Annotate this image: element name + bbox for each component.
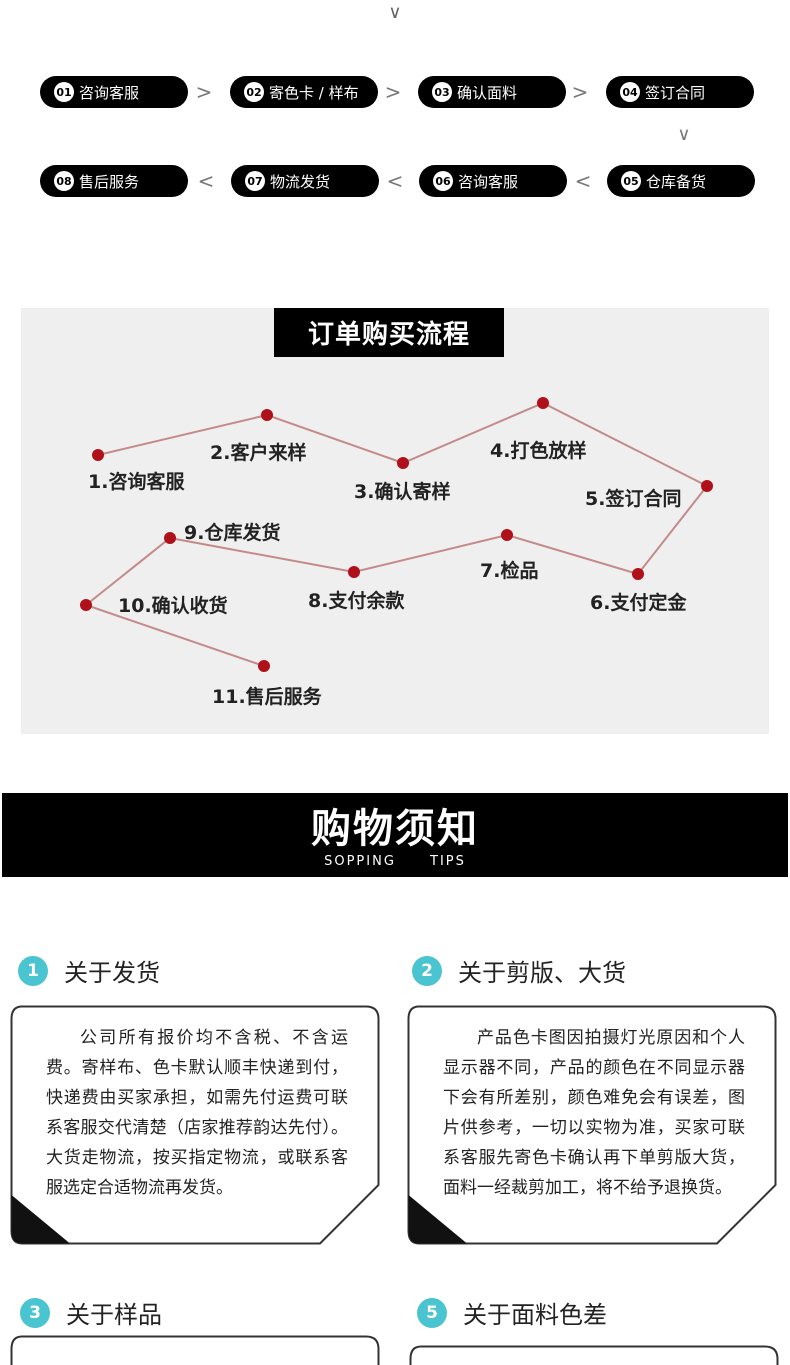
step-pill-01: 01 咨询客服: [40, 76, 188, 108]
notice-title: 关于面料色差: [463, 1301, 607, 1329]
notice-title: 关于剪版、大货: [458, 959, 626, 987]
arrow-left-icon: <: [197, 169, 215, 193]
notice-body: 产品色卡图因拍摄灯光原因和个人显示器不同，产品的颜色在不同显示器下会有所差别，颜…: [443, 1028, 745, 1198]
shopping-tips-banner: [2, 793, 788, 877]
flow-node-label: 11.售后服务: [212, 686, 322, 708]
flow-node-label: 6.支付定金: [590, 592, 687, 614]
arrow-down-icon: ∨: [677, 124, 691, 145]
flow-node-label: 9.仓库发货: [184, 522, 281, 544]
notice-card-frame: [407, 1005, 777, 1245]
notice-card-shipping: 公司所有报价均不含税、不含运费。寄样布、色卡默认顺丰快递到付，快递费由买家承担，…: [10, 1005, 380, 1245]
flow-node-dot: [348, 566, 360, 578]
notice-card-frame: [409, 1345, 779, 1365]
flow-node-dot: [258, 660, 270, 672]
flow-path-line: [83, 401, 709, 667]
step-pill-07: 07 物流发货: [231, 165, 379, 197]
flow-node-dot: [701, 480, 713, 492]
step-pill-04: 04 签订合同: [606, 76, 754, 108]
arrow-right-icon: >: [384, 80, 402, 104]
subtitle-right: TIPS: [430, 854, 466, 869]
order-flow-diagram: [80, 397, 713, 672]
flow-node-label: 10.确认收货: [118, 595, 228, 617]
notice-number-badge: 5: [417, 1297, 447, 1328]
flow-node-dot: [501, 529, 513, 541]
step-pill-08: 08 售后服务: [40, 165, 188, 197]
step-label: 咨询客服: [458, 172, 519, 191]
step-label: 寄色卡 / 样布: [269, 83, 359, 102]
shopping-tips-subtitle: SOPPING TIPS: [2, 854, 788, 869]
step-number: 01: [54, 82, 74, 102]
step-number: 03: [432, 82, 452, 102]
notice-heading-samples: 3 关于样品: [20, 1295, 162, 1330]
shopping-tips-title: 购物须知: [311, 805, 479, 852]
notice-heading-shipping: 1 关于发货: [18, 953, 160, 988]
notice-card-frame: [10, 1005, 380, 1245]
step-number: 02: [244, 82, 264, 102]
arrow-left-icon: <: [574, 169, 592, 193]
order-flow-title: 订单购买流程: [274, 308, 504, 357]
step-number: 06: [433, 171, 453, 191]
notice-card-color-difference: [409, 1345, 779, 1365]
flow-node-dot: [164, 532, 176, 544]
notice-body: 公司所有报价均不含税、不含运费。寄样布、色卡默认顺丰快递到付，快递费由买家承担，…: [46, 1028, 348, 1198]
flow-node-dot: [397, 457, 409, 469]
step-label: 确认面料: [457, 83, 518, 102]
notice-heading-color-difference: 5 关于面料色差: [417, 1295, 607, 1330]
subtitle-left: SOPPING: [324, 854, 396, 869]
notice-card-samples: [10, 1335, 380, 1365]
step-label: 售后服务: [79, 172, 140, 191]
notice-title: 关于样品: [66, 1301, 162, 1329]
scroll-down-chevron-icon: ∨: [388, 2, 402, 23]
flow-node-dot: [537, 397, 549, 409]
notice-card-cutting: 产品色卡图因拍摄灯光原因和个人显示器不同，产品的颜色在不同显示器下会有所差别，颜…: [407, 1005, 777, 1245]
notice-title: 关于发货: [64, 959, 160, 987]
step-label: 签订合同: [645, 83, 706, 102]
step-number: 04: [620, 82, 640, 102]
step-pill-03: 03 确认面料: [418, 76, 566, 108]
notice-number-badge: 3: [20, 1297, 50, 1328]
flow-node-dot: [80, 599, 92, 611]
flow-node-dot: [92, 449, 104, 461]
arrow-right-icon: >: [195, 80, 213, 104]
step-number: 08: [54, 171, 74, 191]
flow-node-label: 4.打色放样: [490, 440, 587, 462]
arrow-right-icon: >: [571, 80, 589, 104]
step-pill-06: 06 咨询客服: [419, 165, 567, 197]
notice-number-badge: 2: [412, 955, 442, 986]
order-flow-panel: [21, 308, 769, 734]
step-label: 仓库备货: [646, 172, 707, 191]
step-label: 物流发货: [270, 172, 331, 191]
flow-node-label: 2.客户来样: [210, 442, 307, 464]
notice-card-frame: [10, 1335, 380, 1365]
flow-node-label: 8.支付余款: [308, 590, 405, 612]
step-pill-05: 05 仓库备货: [607, 165, 755, 197]
step-number: 07: [245, 171, 265, 191]
flow-node-label: 5.签订合同: [585, 488, 682, 510]
flow-node-label: 3.确认寄样: [354, 481, 451, 503]
flow-node-dot: [261, 409, 273, 421]
notice-number-badge: 1: [18, 955, 48, 986]
arrow-left-icon: <: [386, 169, 404, 193]
flow-node-label: 1.咨询客服: [88, 471, 185, 493]
flow-node-dot: [632, 568, 644, 580]
step-label: 咨询客服: [79, 83, 140, 102]
notice-heading-cutting: 2 关于剪版、大货: [412, 953, 626, 988]
flow-node-label: 7.检品: [480, 560, 539, 582]
step-number: 05: [621, 171, 641, 191]
step-pill-02: 02 寄色卡 / 样布: [230, 76, 378, 108]
